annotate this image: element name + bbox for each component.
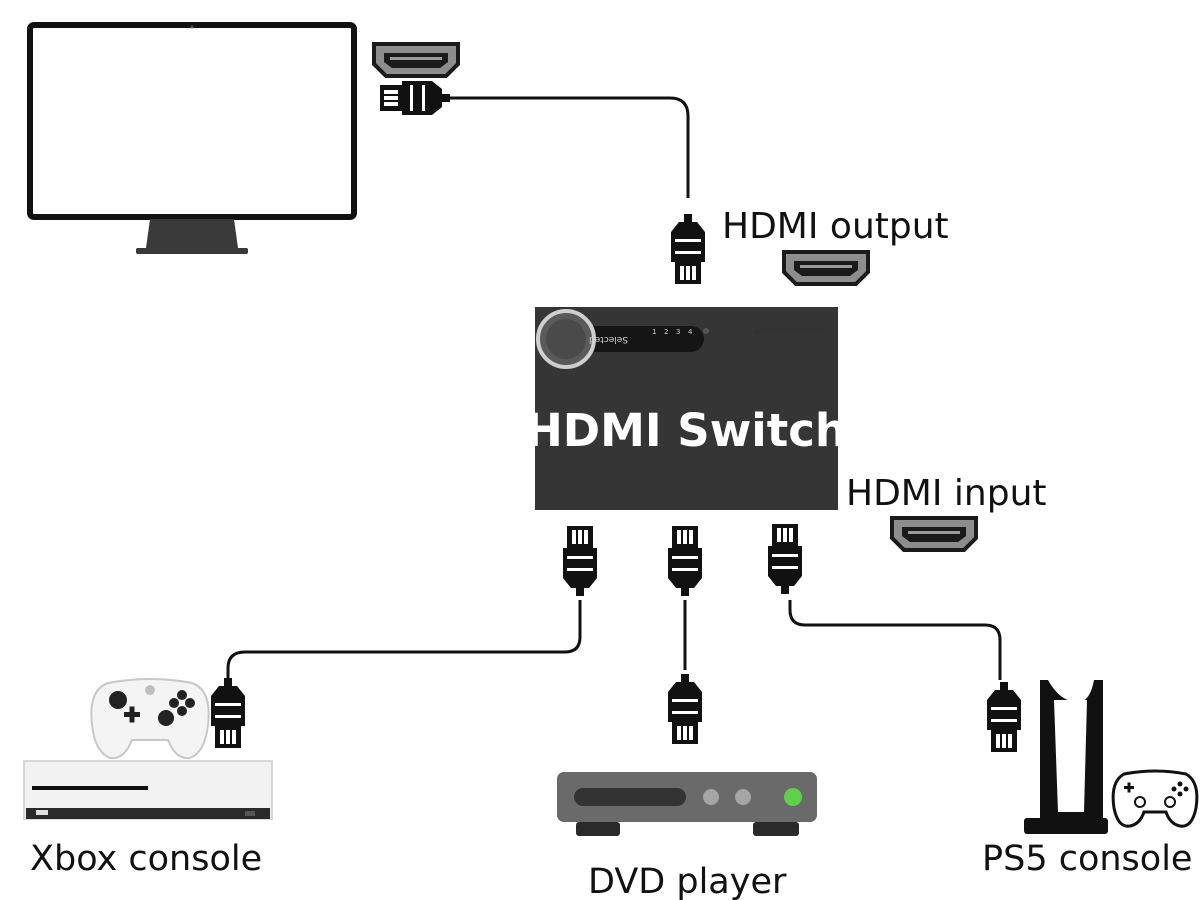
hdmi-input-label: HDMI input	[846, 473, 1047, 514]
hdmi-port-icon	[890, 516, 978, 552]
switch-selected-text: Selected	[589, 334, 628, 344]
hdmi-plug-icon	[563, 526, 597, 596]
ps5-console-label: PS5 console	[982, 839, 1192, 879]
hdmi-plug-icon	[668, 526, 702, 596]
dvd-player-icon	[557, 772, 817, 836]
hdmi-plug-icon	[768, 524, 802, 594]
xbox-console-label: Xbox console	[30, 839, 262, 879]
cable-xbox	[226, 600, 582, 682]
dvd-player-label: DVD player	[588, 862, 787, 900]
hdmi-port-icon	[372, 42, 460, 78]
switch-port-number: 3	[676, 328, 680, 336]
hdmi-plug-icon	[380, 81, 450, 115]
hdmi-switch-device: Selected 1 2 3 4 HDMI Switch	[525, 307, 847, 510]
switch-title: HDMI Switch	[525, 404, 847, 457]
switch-port-number: 2	[664, 328, 668, 336]
xbox-controller-icon	[90, 678, 210, 760]
cables	[226, 96, 1002, 682]
hdmi-plug-icon	[671, 214, 705, 284]
switch-port-number: 4	[688, 328, 693, 336]
ps5-controller-icon	[1111, 769, 1199, 828]
hdmi-plug-icon	[211, 678, 245, 748]
cable-monitor-to-switch	[445, 96, 690, 198]
monitor-icon	[27, 22, 357, 254]
cable-ps5	[788, 600, 1002, 680]
hdmi-plug-icon	[668, 674, 702, 744]
xbox-console-icon	[23, 760, 273, 820]
switch-port-number: 1	[652, 328, 656, 336]
hdmi-output-label: HDMI output	[722, 206, 949, 247]
ps5-console-icon	[1024, 680, 1108, 834]
hdmi-plug-icon	[987, 682, 1021, 752]
hdmi-port-icon	[782, 250, 870, 286]
